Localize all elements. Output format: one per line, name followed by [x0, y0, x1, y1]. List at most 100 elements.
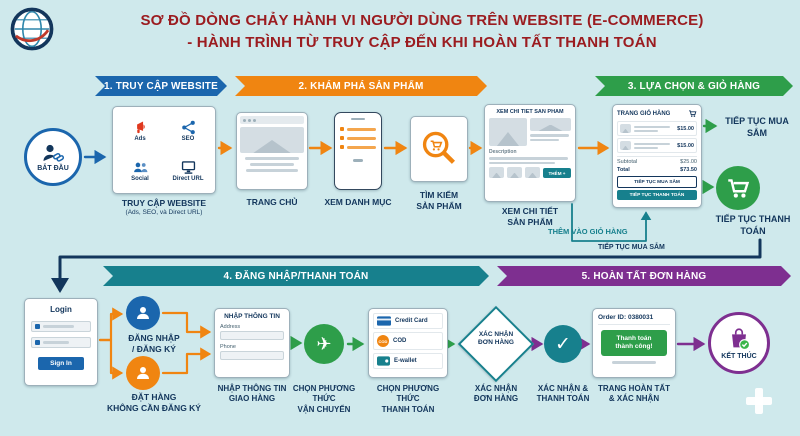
channel-seo-label: SEO [181, 135, 195, 142]
cart-subtotal-label: Subtotal [617, 159, 638, 165]
cart-item-row: $15.00 [617, 121, 697, 136]
payment-methods-card: Credit Card COD COD E-wallet [368, 308, 448, 378]
product-image-placeholder [489, 118, 527, 146]
confirm-order-diamond-label: XÁC NHẬN ĐƠN HÀNG [478, 331, 514, 347]
traffic-channels-label: TRUY CẬP WEBSITE [121, 198, 207, 208]
user-field-icon [35, 324, 40, 329]
search-label-line-2: SẢN PHẨM [416, 201, 462, 212]
order-id-text: Order ID: 0380031 [598, 314, 654, 321]
shipping-method-label-line-1: CHỌN PHƯƠNG THỨC [292, 384, 356, 404]
ads-megaphone-icon [136, 121, 145, 133]
homepage-banner-placeholder [240, 127, 304, 153]
homepage-card [236, 112, 308, 190]
cart-page-card: TRANG GIỎ HÀNG $15.00 $15.00 Subtotal $2… [612, 104, 702, 208]
cart-item-thumbnail [620, 124, 631, 133]
phone-field [220, 351, 284, 360]
svg-text:COD: COD [379, 339, 388, 344]
payment-option-credit-card: Credit Card [373, 313, 443, 329]
start-label: BẮT ĐẦU [37, 165, 69, 172]
channel-seo: SEO [164, 110, 212, 150]
cart-subtotal-value: $25.00 [680, 159, 697, 165]
search-card [410, 116, 468, 182]
product-detail-label-line-2: SẢN PHẨM [507, 217, 553, 228]
completion-card: Order ID: 0380031 Thanh toán thành công! [592, 308, 676, 378]
cart-continue-shopping-button: TIẾP TỤC MUA SẮM [617, 176, 697, 188]
cart-total-value: $73.50 [680, 167, 697, 173]
address-field [220, 331, 284, 340]
product-detail-header: XEM CHI TIẾT SẢN PHẨM [496, 109, 564, 115]
search-label: TÌM KIẾM SẢN PHẨM [409, 190, 469, 212]
thumbnail-placeholder [489, 167, 504, 178]
search-cart-icon [422, 131, 456, 164]
confirm-order-label-line-2: ĐƠN HÀNG [473, 394, 519, 404]
channel-social-label: Social [131, 175, 149, 182]
login-register-label-line-1: ĐĂNG NHẬP [128, 333, 180, 343]
credit-card-icon [377, 316, 391, 326]
search-label-line-1: TÌM KIẾM [419, 190, 459, 200]
end-label: KẾT THÚC [721, 353, 757, 360]
social-people-icon [133, 162, 147, 172]
title-line-1: SƠ ĐỒ DÒNG CHẢY HÀNH VI NGƯỜI DÙNG TRÊN … [140, 12, 704, 29]
site-logo [9, 6, 55, 57]
end-node: KẾT THÚC [708, 312, 770, 374]
login-card: Login Sign In [24, 298, 98, 386]
payment-success-badge: Thanh toán thành công! [601, 330, 667, 356]
confirm-order-label-line-1: XÁC NHẬN [474, 384, 518, 393]
login-register-label: ĐĂNG NHẬP / ĐĂNG KÝ [110, 333, 198, 355]
phone-label: Phone [220, 344, 236, 350]
shipping-method-label-line-2: VẬN CHUYỂN [297, 404, 351, 414]
category-phone-card [334, 112, 382, 190]
confirm-order-label: XÁC NHẬN ĐƠN HÀNG [464, 384, 528, 405]
payment-method-label: CHỌN PHƯƠNG THỨC THANH TOÁN [371, 384, 445, 415]
product-description-label: Description [489, 149, 517, 155]
channel-ads-label: Ads [134, 135, 146, 142]
login-register-node [126, 296, 160, 330]
shipping-method-node: ✈ [304, 324, 344, 364]
payment-method-label-line-2: THANH TOÁN [381, 404, 435, 414]
shipping-form-card: NHẬP THÔNG TIN Address Phone [214, 308, 290, 378]
cart-card-title: TRANG GIỎ HÀNG [617, 110, 671, 117]
browser-bar [240, 116, 304, 124]
shipping-form-label-line-1: NHẬP THÔNG TIN [217, 384, 287, 393]
add-to-cart-note: THÊM VÀO GIỎ HÀNG [548, 227, 628, 236]
phase-banner-1: 1. TRUY CẬP WEBSITE [95, 76, 227, 96]
payment-method-label-line-1: CHỌN PHƯƠNG THỨC [376, 384, 440, 404]
cod-label: COD [393, 338, 407, 344]
cart-checkout-button: TIẾP TỤC THANH TOÁN [617, 190, 697, 200]
watermark-plus-icon [746, 388, 772, 414]
sign-in-button: Sign In [38, 357, 84, 370]
homepage-label: TRANG CHỦ [246, 197, 298, 207]
cod-badge-icon: COD [377, 335, 389, 347]
completion-label-line-1: TRANG HOÀN TẤT [598, 384, 670, 393]
confirm-pay-label-line-2: THANH TOÁN [536, 394, 590, 404]
add-to-cart-mini-button: THÊM + [543, 168, 571, 178]
title-line-2: - HÀNH TRÌNH TỪ TRUY CẬP ĐẾN KHI HOÀN TẤ… [187, 33, 657, 51]
ewallet-icon [377, 356, 390, 366]
channel-ads: Ads [116, 110, 164, 150]
phase-banner-4: 4. ĐĂNG NHẬP/THANH TOÁN [103, 266, 489, 286]
cart-icon [728, 179, 750, 198]
user-icon [137, 367, 149, 379]
channel-direct-url: Direct URL [164, 150, 212, 190]
phase-banner-5: 5. HOÀN TẤT ĐƠN HÀNG [497, 266, 791, 286]
shipping-form-label: NHẬP THÔNG TIN GIAO HÀNG [215, 384, 289, 405]
shipping-form-label-line-2: GIAO HÀNG [228, 394, 276, 404]
login-register-label-line-2: / ĐĂNG KÝ [132, 344, 176, 355]
login-username-field [31, 321, 91, 332]
monitor-icon [181, 160, 195, 174]
cart-icon [689, 110, 697, 117]
shipping-form-header: NHẬP THÔNG TIN [224, 313, 280, 320]
continue-shopping-loop-note: TIẾP TỤC MUA SẮM [598, 244, 665, 251]
cart-item-price: $15.00 [677, 125, 694, 132]
payment-option-cod: COD COD [373, 332, 443, 350]
completion-label: TRANG HOÀN TẤT & XÁC NHẬN [597, 384, 671, 405]
ewallet-label: E-wallet [394, 358, 417, 364]
checkout-cart-node [716, 166, 760, 210]
product-detail-label: XEM CHI TIẾT SẢN PHẨM [495, 206, 565, 228]
confirm-pay-node: ✓ [544, 325, 582, 363]
phase-banner-3: 3. LỰA CHỌN & GIỎ HÀNG [595, 76, 793, 96]
channel-direct-url-label: Direct URL [172, 175, 204, 182]
lock-field-icon [35, 340, 40, 345]
user-icon [137, 307, 149, 319]
